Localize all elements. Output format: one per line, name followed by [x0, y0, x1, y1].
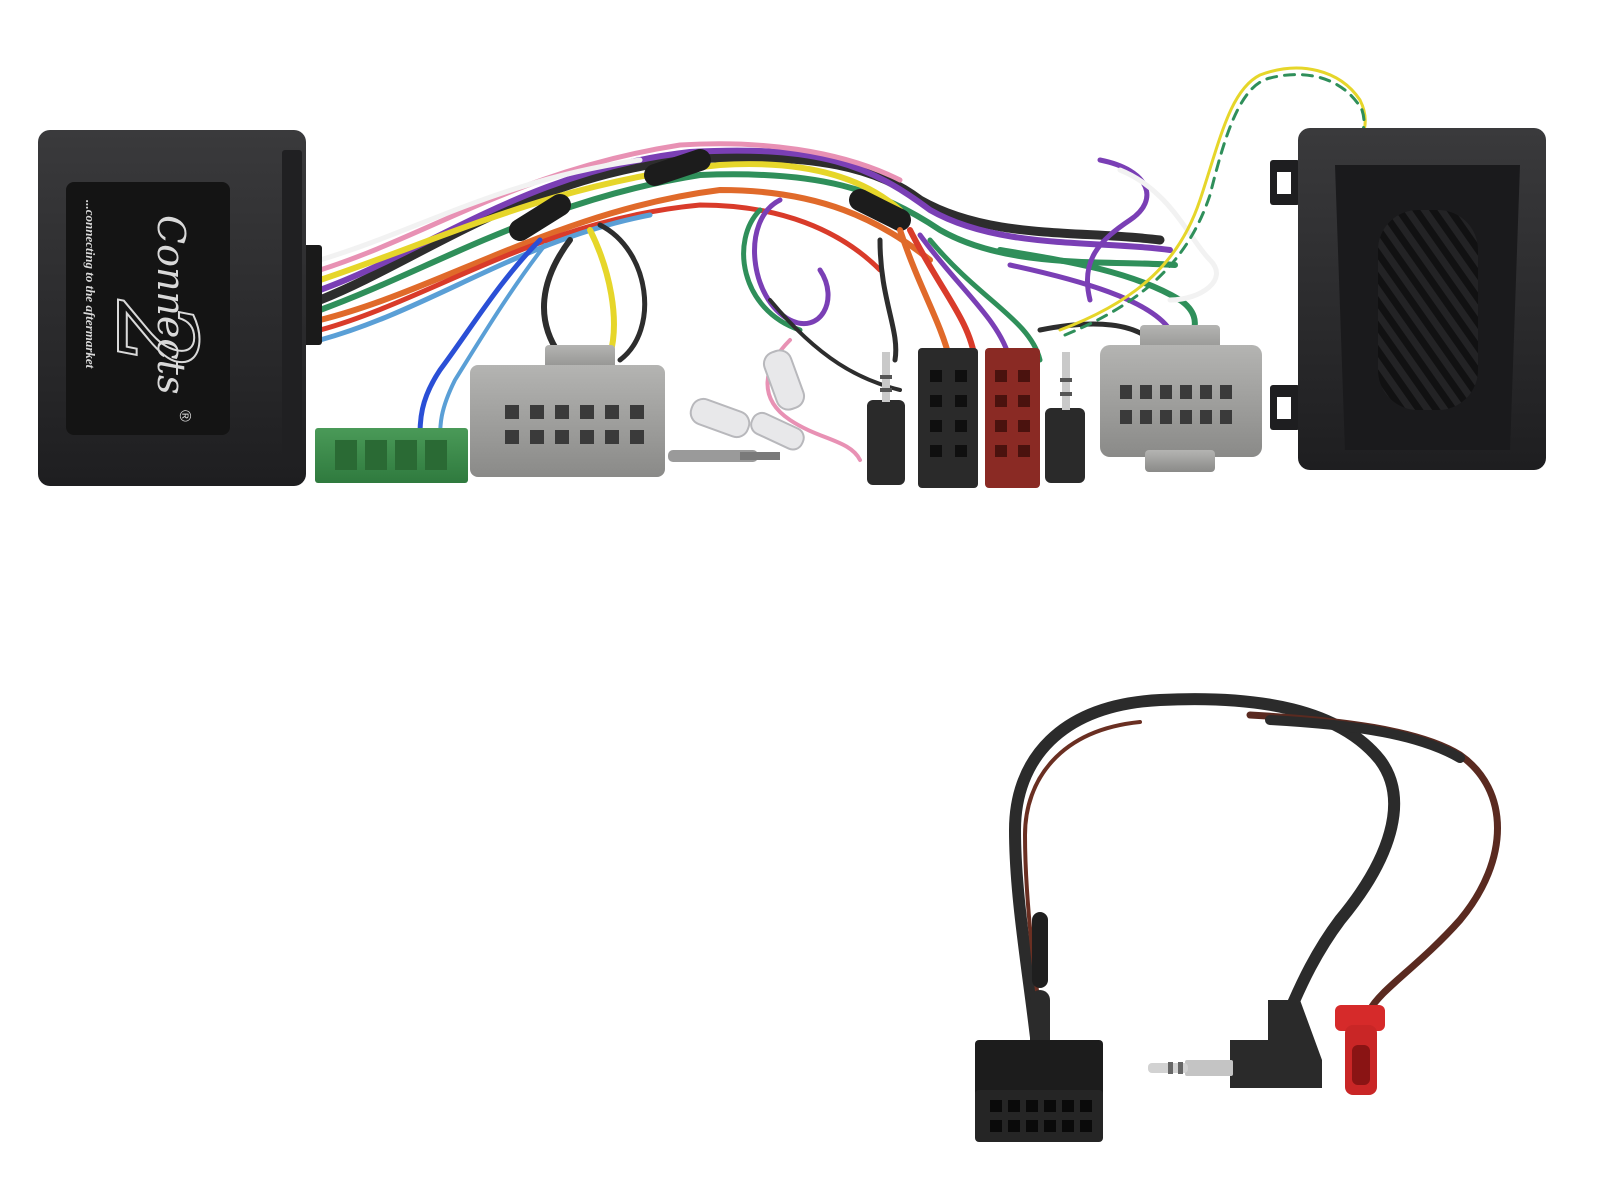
iso-connector-red	[985, 348, 1040, 488]
brand-script: Connects	[149, 215, 193, 394]
interface-module: Connects 2 ® ...connecting to the afterm…	[38, 130, 322, 486]
grey-secondary-connector	[1100, 325, 1262, 472]
module-side-rail	[282, 150, 302, 460]
antenna-power-connector	[1335, 1005, 1385, 1095]
receiver-grille	[1378, 210, 1478, 410]
iso-connector-black	[918, 348, 978, 488]
remote-patch-lead	[1008, 693, 1501, 1070]
micro-connector-12pin	[975, 1040, 1103, 1142]
brand-numeral: 2	[92, 299, 220, 370]
speed-pulse-pin	[668, 450, 780, 462]
brand-logo: Connects 2 ® ...connecting to the afterm…	[83, 200, 221, 422]
registered-mark: ®	[176, 410, 193, 422]
receiver-module	[1270, 128, 1546, 470]
green-connector	[315, 428, 468, 483]
bullet-connectors	[689, 349, 806, 451]
stereo-jack-left	[867, 352, 905, 485]
module-label	[66, 182, 230, 435]
grey-vehicle-connector	[470, 345, 665, 477]
brand-tagline: ...connecting to the aftermarket	[83, 200, 98, 369]
stereo-jack-right	[1045, 352, 1085, 483]
wire-bundle	[315, 66, 1367, 462]
stereo-jack-lead	[1148, 1000, 1322, 1088]
